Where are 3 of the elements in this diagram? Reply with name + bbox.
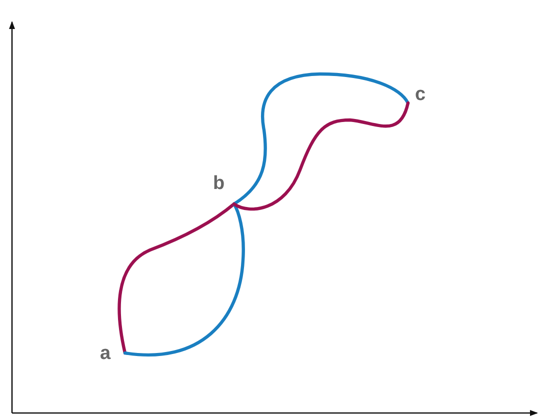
point-label: a bbox=[100, 344, 111, 363]
point-label: c bbox=[415, 85, 426, 104]
point-label: b bbox=[213, 174, 225, 193]
